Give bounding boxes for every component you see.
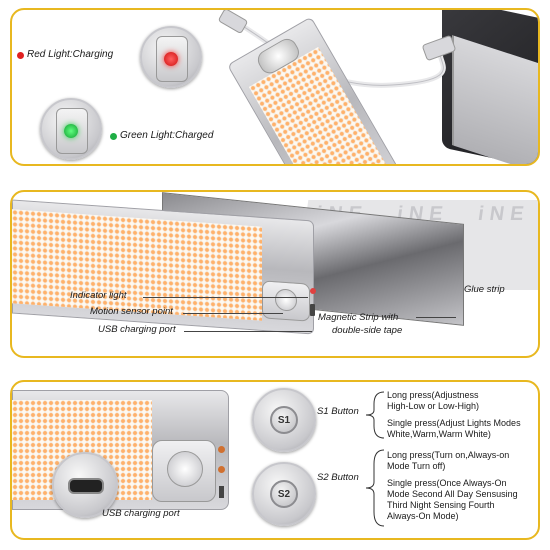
- s1-single-press-1: Single press(Adjust Lights Modes: [387, 418, 521, 428]
- s2-single-press-2: Mode Second All Day Sensusing: [387, 489, 518, 499]
- s2-button[interactable]: S2: [270, 480, 298, 508]
- green-indicator-zoom: [40, 98, 102, 160]
- motion-sensor-icon: [275, 288, 297, 312]
- s1-button-label: S1 Button: [317, 406, 359, 417]
- s1-button-zoom: S1: [252, 388, 316, 452]
- s1-button[interactable]: S1: [270, 406, 298, 434]
- usb-port-label: USB charging port: [98, 324, 176, 335]
- indicator-light-icon: [310, 288, 316, 294]
- usb-socket-icon: [68, 478, 104, 494]
- s2-button-zoom: S2: [252, 462, 316, 526]
- green-light-label: Green Light:Charged: [120, 130, 214, 141]
- s1-single-press-2: White,Warm,Warm White): [387, 429, 491, 439]
- red-led-icon: [164, 52, 178, 66]
- sensor-housing: [152, 440, 216, 502]
- s1-long-press-1: Long press(Adjustness: [387, 390, 479, 400]
- red-indicator-zoom: [140, 26, 202, 88]
- s2-bracket: [365, 449, 385, 527]
- s1-bracket: [365, 391, 385, 439]
- charging-indicator-panel: Red Light:Charging Green Light:Charged: [10, 8, 540, 166]
- led-array: [12, 209, 262, 321]
- usb-port-zoom: [52, 452, 118, 518]
- motion-sensor-icon: [167, 451, 203, 487]
- s2-button-dot[interactable]: [218, 466, 225, 473]
- indicator-light-label: Indicator light: [70, 290, 127, 301]
- s2-long-press-2: Mode Turn off): [387, 461, 446, 471]
- s2-single-press-3: Third Night Sensing Fourth: [387, 500, 495, 510]
- motion-sensor-label: Motion sensor point: [90, 306, 173, 317]
- usb-port-label: USB charging port: [102, 508, 180, 519]
- s2-button-label: S2 Button: [317, 472, 359, 483]
- magnetic-strip-label-2: double-side tape: [332, 325, 403, 336]
- button-functions-panel: USB charging port S1 S1 Button Long pres…: [10, 380, 540, 540]
- sensor-housing: [262, 280, 310, 322]
- magnetic-strip-label-1: Magnetic Strip with: [318, 312, 399, 323]
- green-dot-icon: [110, 133, 117, 140]
- usb-port-icon: [219, 486, 224, 498]
- mounting-panel: iNE iNE iNE Indicator light Motion senso…: [10, 190, 540, 358]
- glue-strip-label: Glue strip: [464, 284, 505, 295]
- s2-single-press-1: Single press(Once Always-On: [387, 478, 507, 488]
- s1-button-dot[interactable]: [218, 446, 225, 453]
- red-dot-icon: [17, 52, 24, 59]
- green-led-icon: [64, 124, 78, 138]
- s1-long-press-2: High-Low or Low-High): [387, 401, 480, 411]
- s2-long-press-1: Long press(Turn on,Always-on: [387, 450, 510, 460]
- usb-port-icon: [310, 304, 315, 316]
- s2-single-press-4: Always-On Mode): [387, 511, 459, 521]
- red-light-label: Red Light:Charging: [27, 49, 114, 60]
